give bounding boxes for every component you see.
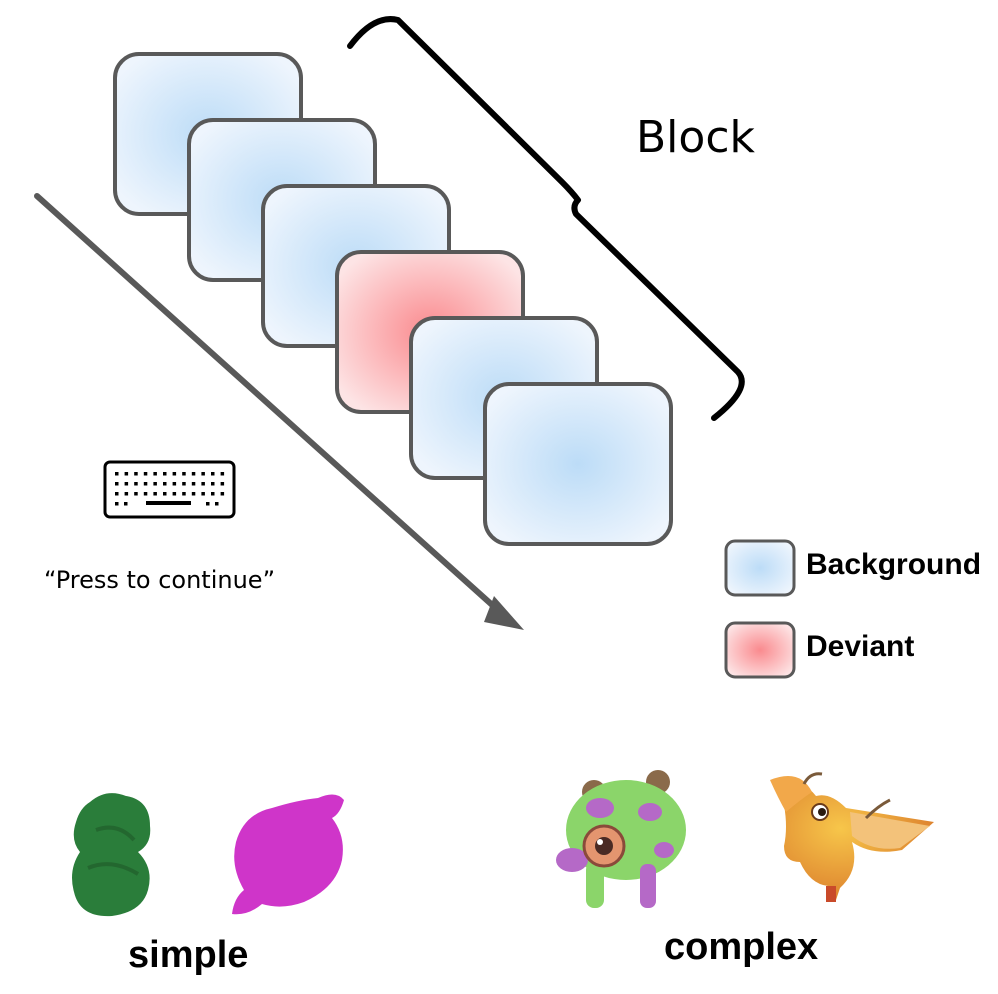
legend-label-deviant: Deviant (806, 630, 915, 663)
keyboard-key (124, 502, 128, 506)
keyboard-key (134, 482, 138, 486)
keyboard-key (220, 482, 225, 486)
keyboard-key (220, 472, 225, 476)
keyboard-key (163, 472, 167, 476)
category-label-complex: complex (664, 926, 819, 968)
block-label: Block (636, 112, 756, 163)
complex-stimulus-creature-2 (770, 772, 934, 902)
keyboard-key (124, 472, 129, 476)
legend-swatch-background (724, 539, 796, 597)
legend-label-background: Background (806, 548, 982, 581)
keyboard-key (153, 492, 157, 496)
category-label-simple: simple (128, 934, 249, 976)
simple-stimulus-green (72, 793, 151, 917)
stimulus-frame-6-background (483, 382, 673, 546)
keyboard-key (191, 492, 196, 496)
keyboard-key (115, 492, 119, 496)
time-arrow (34, 193, 524, 630)
keyboard-key (182, 492, 186, 496)
keyboard-key (172, 482, 177, 486)
keyboard-key (153, 472, 157, 476)
keyboard-key (172, 472, 177, 476)
keyboard-key (201, 482, 205, 486)
keyboard-key (163, 492, 167, 496)
legend (724, 539, 796, 679)
keyboard-key (115, 502, 119, 506)
keyboard-key (134, 492, 138, 496)
keyboard-key (211, 472, 215, 476)
keyboard-key (143, 482, 148, 486)
keyboard-key (172, 492, 177, 496)
keyboard-key (191, 472, 196, 476)
keyboard-key (201, 492, 205, 496)
keyboard-key (163, 482, 167, 486)
keyboard-key (143, 492, 148, 496)
keyboard-key (201, 472, 205, 476)
keyboard-key (182, 472, 186, 476)
keyboard-key (191, 482, 196, 486)
keyboard-icon (103, 460, 236, 519)
block-brace (347, 16, 745, 421)
instruction-text: “Press to continue” (44, 566, 275, 594)
keyboard-key (211, 482, 215, 486)
keyboard-key (182, 482, 186, 486)
simple-stimulus-magenta (232, 794, 344, 915)
keyboard-key (134, 472, 138, 476)
keyboard-key (206, 502, 210, 506)
keyboard-key (143, 472, 148, 476)
legend-swatch-deviant (724, 621, 796, 679)
stimulus-sequence (113, 52, 673, 546)
keyboard-key (124, 482, 129, 486)
keyboard-key (153, 482, 157, 486)
keyboard-key (115, 482, 119, 486)
keyboard-key (115, 472, 119, 476)
keyboard-key (215, 502, 219, 506)
keyboard-key (220, 492, 225, 496)
keyboard-key (124, 492, 129, 496)
complex-stimulus-creature-1 (556, 770, 686, 908)
keyboard-key (211, 492, 215, 496)
